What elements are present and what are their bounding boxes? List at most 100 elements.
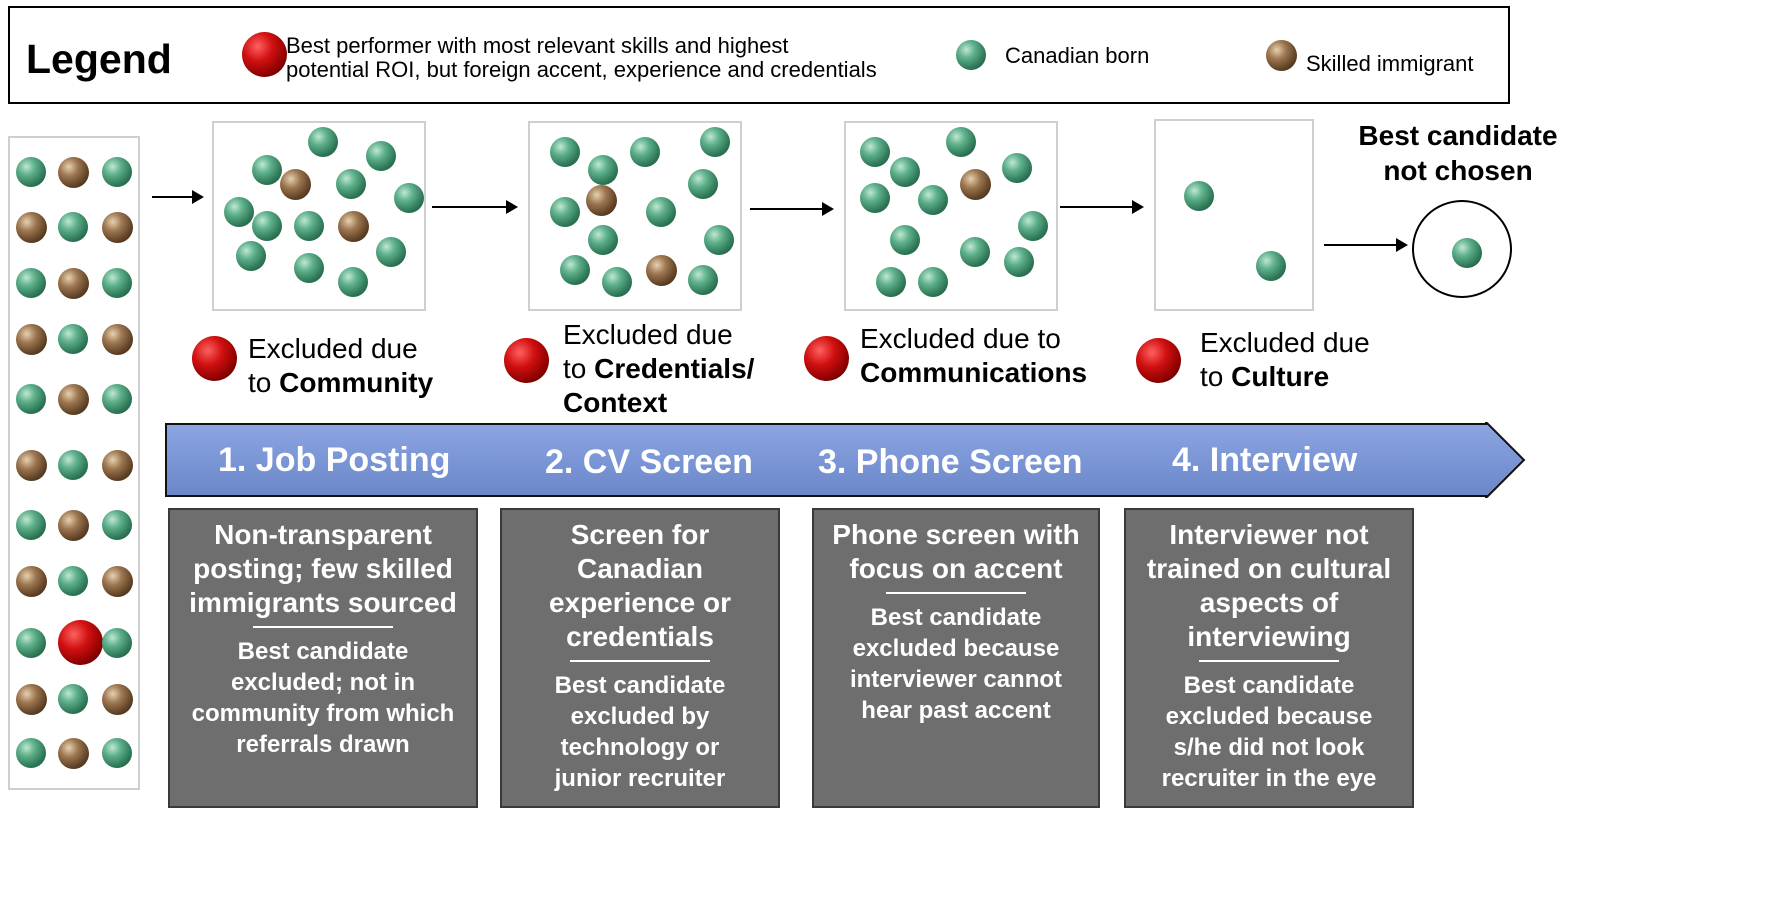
- canadian-born-icon: [1256, 251, 1286, 281]
- skilled-immigrant-icon: [102, 684, 133, 715]
- canadian-born-icon: [16, 384, 46, 414]
- canadian-born-icon: [602, 267, 632, 297]
- exclusion-prefix: to: [563, 353, 595, 384]
- box-detail-line: s/he did not look: [1173, 734, 1365, 761]
- canadian-born-icon: [860, 137, 890, 167]
- canadian-born-icon: [1018, 211, 1048, 241]
- canadian-born-icon: [58, 212, 88, 242]
- skilled-immigrant-icon: [646, 255, 677, 286]
- canadian-born-icon: [16, 510, 46, 540]
- box-detail-line: Best candidate: [870, 604, 1042, 631]
- box-heading-line: immigrants sourced: [189, 587, 457, 618]
- canadian-born-icon: [394, 183, 424, 213]
- exclusion-line: to Community: [248, 366, 433, 400]
- box-detail-line: excluded because: [1165, 703, 1373, 730]
- canadian-born-icon: [688, 169, 718, 199]
- canadian-born-icon: [252, 155, 282, 185]
- exclusion-prefix: to: [1200, 361, 1232, 392]
- skilled-immigrant-icon: [16, 450, 47, 481]
- exclusion-reason: Community: [279, 367, 434, 398]
- legend-best-performer-line2: potential ROI, but foreign accent, exper…: [286, 57, 877, 82]
- canadian-born-icon: [890, 157, 920, 187]
- box-heading-line: Canadian: [576, 553, 704, 584]
- skilled-immigrant-icon: [58, 157, 89, 188]
- box-detail-line: excluded by: [570, 703, 710, 730]
- canadian-born-icon: [102, 628, 132, 658]
- box-detail-line: recruiter in the eye: [1161, 765, 1377, 792]
- best-performer-icon: [58, 620, 103, 665]
- box-heading-line: focus on accent: [849, 553, 1063, 584]
- legend-best-performer-line1: Best performer with most relevant skills…: [286, 33, 789, 58]
- canadian-born-icon: [630, 137, 660, 167]
- exclusion-line: Excluded due: [563, 319, 733, 350]
- box-detail-line: Best candidate: [1183, 672, 1355, 699]
- canadian-born-icon: [58, 450, 88, 480]
- phone-screen-pool-panel: [844, 121, 1058, 311]
- legend-box: Legend Best performer with most relevant…: [8, 6, 1510, 104]
- canadian-born-icon: [102, 268, 132, 298]
- skilled-immigrant-icon: [102, 450, 133, 481]
- result-line1: Best candidate: [1358, 120, 1558, 151]
- canadian-born-icon: [1002, 153, 1032, 183]
- stage-phone-screen: 3. Phone Screen: [818, 443, 1083, 481]
- canadian-born-icon: [1184, 181, 1214, 211]
- canadian-born-icon: [918, 267, 948, 297]
- divider: [886, 592, 1026, 594]
- exclusion-line: Communications: [860, 356, 1087, 390]
- canadian-born-icon: [102, 738, 132, 768]
- box-heading-line: interviewing: [1187, 621, 1351, 652]
- skilled-immigrant-icon: [16, 566, 47, 597]
- stage-job-posting: 1. Job Posting: [218, 441, 451, 479]
- canadian-born-icon: [946, 127, 976, 157]
- canadian-born-icon: [16, 157, 46, 187]
- exclusion-line: to Credentials/: [563, 352, 754, 386]
- best-performer-icon: [242, 32, 287, 77]
- canadian-born-icon: [224, 197, 254, 227]
- canadian-born-icon: [956, 40, 986, 70]
- skilled-immigrant-icon: [960, 169, 991, 200]
- best-candidate-not-chosen-label: Best candidate not chosen: [1358, 118, 1558, 188]
- excluded-best-performer-icon: [504, 338, 549, 383]
- canadian-born-icon: [560, 255, 590, 285]
- stage-interview: 4. Interview: [1172, 441, 1358, 479]
- exclusion-culture: Excluded due to Culture: [1200, 326, 1370, 394]
- canadian-born-icon: [336, 169, 366, 199]
- canadian-born-icon: [58, 566, 88, 596]
- box-heading-line: aspects of: [1199, 587, 1339, 618]
- exclusion-reason: Credentials/: [594, 353, 755, 384]
- skilled-immigrant-icon: [1266, 40, 1297, 71]
- flow-arrow: [1060, 200, 1144, 214]
- box-detail-line: technology or: [560, 734, 720, 761]
- canadian-born-icon: [16, 628, 46, 658]
- skilled-immigrant-icon: [338, 211, 369, 242]
- cv-screen-pool-panel: [528, 121, 742, 311]
- legend-skilled-immigrant-label: Skilled immigrant: [1306, 51, 1474, 76]
- box-heading-line: Non-transparent: [214, 519, 432, 550]
- box-heading-line: credentials: [566, 621, 714, 652]
- job-posting-pool-panel: [212, 121, 426, 311]
- box-detail-line: community from which: [191, 700, 455, 727]
- canadian-born-icon: [102, 157, 132, 187]
- canadian-born-icon: [252, 211, 282, 241]
- canadian-born-icon: [550, 137, 580, 167]
- exclusion-communications: Excluded due to Communications: [860, 322, 1087, 390]
- canadian-born-icon: [646, 197, 676, 227]
- canadian-born-icon: [550, 197, 580, 227]
- skilled-immigrant-icon: [102, 324, 133, 355]
- exclusion-community: Excluded due to Community: [248, 332, 433, 400]
- box-heading-line: trained on cultural: [1146, 553, 1392, 584]
- flow-arrow: [750, 202, 834, 216]
- exclusion-reason: Communications: [860, 357, 1088, 388]
- exclusion-prefix: to: [248, 367, 280, 398]
- skilled-immigrant-icon: [102, 566, 133, 597]
- canadian-born-icon: [236, 241, 266, 271]
- box-heading-line: posting; few skilled: [193, 553, 453, 584]
- box-detail-line: excluded because: [852, 635, 1060, 662]
- box-heading-line: Phone screen with: [832, 519, 1080, 550]
- divider: [253, 626, 393, 628]
- excluded-best-performer-icon: [1136, 338, 1181, 383]
- canadian-born-icon: [294, 253, 324, 283]
- box-detail-line: referrals drawn: [236, 731, 410, 758]
